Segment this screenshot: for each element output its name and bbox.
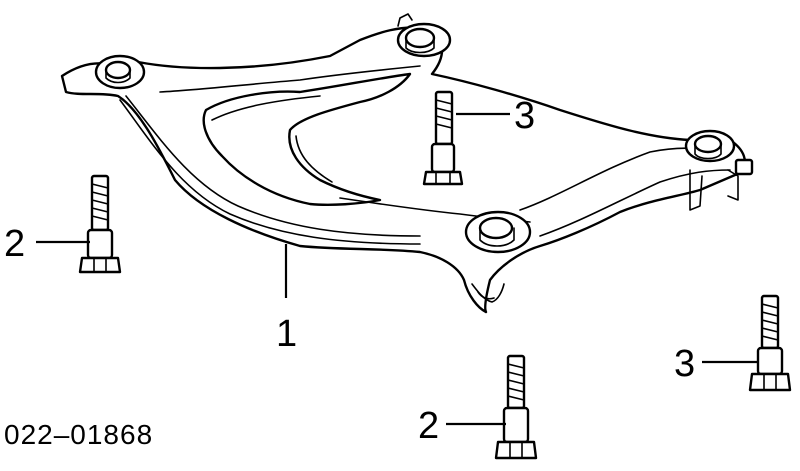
bushing-rear-right xyxy=(684,129,736,163)
crossmember-body xyxy=(60,26,746,314)
bolt-3-right xyxy=(748,294,792,392)
bushing-front-right xyxy=(396,22,452,58)
bolt-3-top xyxy=(422,90,464,186)
bolt-2-bottom xyxy=(494,354,538,460)
crossmember-cutout xyxy=(202,72,412,206)
callout-2-left: 2 xyxy=(4,223,25,265)
crossmember xyxy=(60,13,754,314)
reference-number: 022–01868 xyxy=(4,419,153,450)
callout-3-right: 3 xyxy=(674,343,695,385)
bushing-front-left xyxy=(94,54,146,90)
bolt-2-left xyxy=(78,174,122,274)
callout-1: 1 xyxy=(276,313,297,355)
bushing-rear-center xyxy=(464,210,532,254)
callout-3-top: 3 xyxy=(514,95,535,137)
callout-2-bottom: 2 xyxy=(418,405,439,447)
